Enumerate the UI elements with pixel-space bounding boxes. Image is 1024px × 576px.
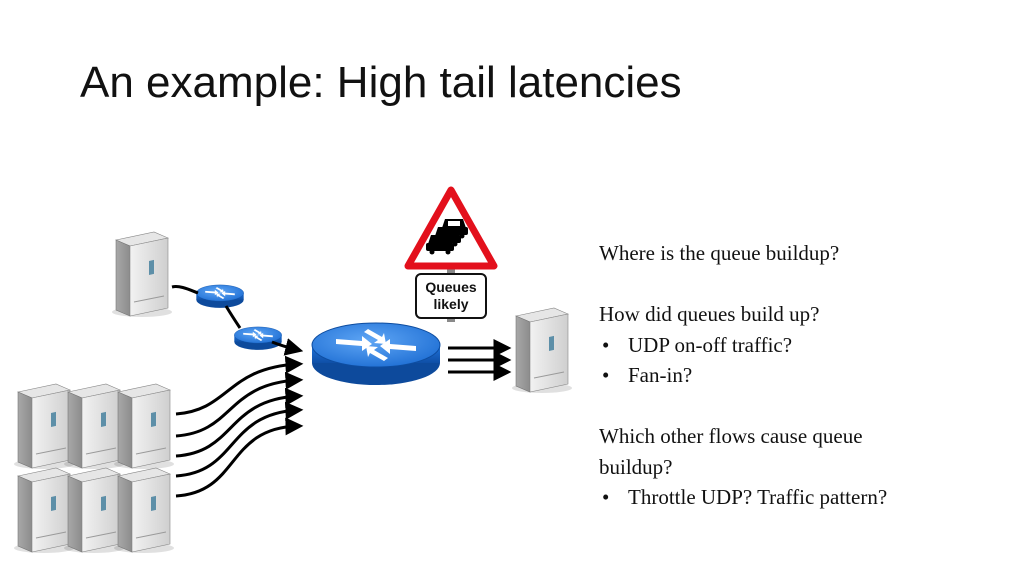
server-grid: [13, 383, 175, 554]
link-server-router1: [171, 285, 199, 295]
link-router2-core: [271, 338, 304, 356]
question-other-flows-line1: Which other flows cause queue: [599, 424, 863, 448]
small-router-2: [234, 326, 282, 351]
bullet-fan-in: •Fan-in?: [602, 363, 693, 387]
bullet-throttle-udp: •Throttle UDP? Traffic pattern?: [602, 485, 888, 509]
bullet-udp-on-off: •UDP on-off traffic?: [602, 332, 793, 357]
fan-in-arrows: [175, 355, 304, 498]
server-destination: [511, 307, 573, 394]
sign-text-line1: Queues: [425, 279, 477, 295]
egress-arrows: [448, 339, 512, 381]
question-queue-buildup: Where is the queue buildup?: [599, 241, 840, 265]
slide-title: An example: High tail latencies: [80, 58, 682, 107]
traffic-warning-sign-icon: Queues likely: [404, 186, 498, 322]
question-how-build-up: How did queues build up?: [599, 302, 820, 326]
core-router: [311, 322, 441, 386]
sign-text-line2: likely: [433, 296, 468, 312]
small-router-1: [196, 284, 244, 309]
link-router1-router2: [224, 305, 242, 329]
server-top-left: [111, 231, 173, 318]
question-other-flows-line2: buildup?: [599, 454, 673, 479]
notes-panel: Where is the queue buildup? How did queu…: [599, 238, 999, 513]
